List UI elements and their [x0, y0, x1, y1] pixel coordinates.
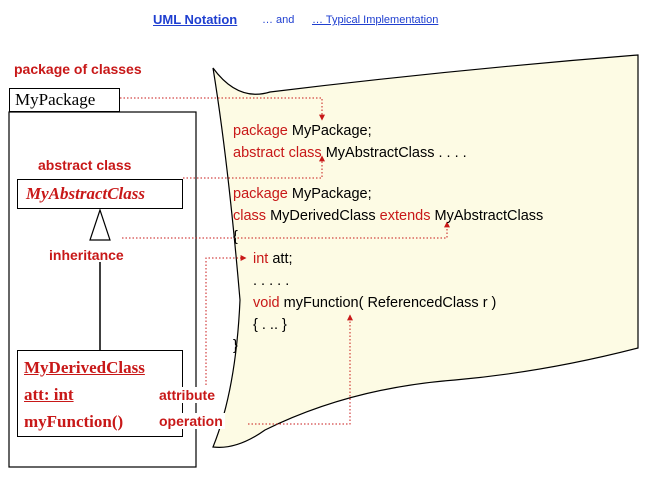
keyword-package-2: package	[233, 186, 288, 202]
connector-abstract	[183, 155, 325, 179]
keyword-abstract-class: abstract class	[233, 145, 322, 161]
connector-operation	[248, 314, 353, 425]
keyword-void: void	[253, 295, 280, 311]
operation-row: myFunction()	[24, 412, 124, 431]
keyword-package: package	[233, 123, 288, 139]
derived-class-name: MyDerivedClass	[24, 358, 145, 377]
derived-class-box: MyDerivedClass att: int myFunction()	[17, 350, 183, 437]
package-name-code-2: MyPackage;	[291, 186, 372, 202]
keyword-int: int	[253, 251, 269, 267]
code-line-attribute: int att;	[253, 251, 293, 267]
operation-caption: operation	[157, 413, 225, 429]
abstract-class-box: MyAbstractClass	[17, 179, 183, 209]
code-line-function: void myFunction( ReferencedClass r )	[253, 295, 496, 311]
header-title: UML Notation	[153, 12, 238, 27]
package-name-code: MyPackage;	[291, 123, 372, 139]
code-line-abstract: abstract class MyAbstractClass . . . .	[233, 145, 467, 161]
code-function-body: { . .. }	[253, 317, 287, 333]
inheritance-caption: inheritance	[49, 247, 124, 263]
code-line-package-2: package MyPackage;	[233, 186, 372, 202]
keyword-class: class	[233, 208, 267, 224]
extended-class-code: MyAbstractClass	[434, 208, 544, 224]
attribute-caption: attribute	[157, 387, 217, 403]
code-line-package-1: package MyPackage;	[233, 123, 372, 139]
keyword-extends: extends	[379, 208, 431, 224]
derived-class-code: MyDerivedClass	[270, 208, 376, 224]
attribute-code: att;	[272, 251, 293, 267]
header-connector: … and	[262, 14, 295, 26]
package-name-tab: MyPackage	[9, 88, 120, 112]
package-caption: package of classes	[14, 61, 142, 77]
code-ellipsis: . . . . .	[253, 273, 290, 289]
abstract-caption: abstract class	[38, 157, 132, 173]
abstract-class-code: MyAbstractClass . . . .	[325, 145, 467, 161]
function-signature: myFunction( ReferencedClass r )	[283, 295, 497, 311]
inheritance-triangle	[89, 208, 111, 241]
header-subtitle: … Typical Implementation	[312, 14, 439, 26]
attribute-row: att: int	[24, 385, 74, 404]
code-line-class: class MyDerivedClass extends MyAbstractC…	[233, 208, 543, 224]
connector-package	[120, 97, 325, 121]
code-paper-scroll	[212, 54, 639, 448]
code-open-brace: {	[233, 229, 238, 245]
code-close-brace: }	[233, 338, 238, 354]
